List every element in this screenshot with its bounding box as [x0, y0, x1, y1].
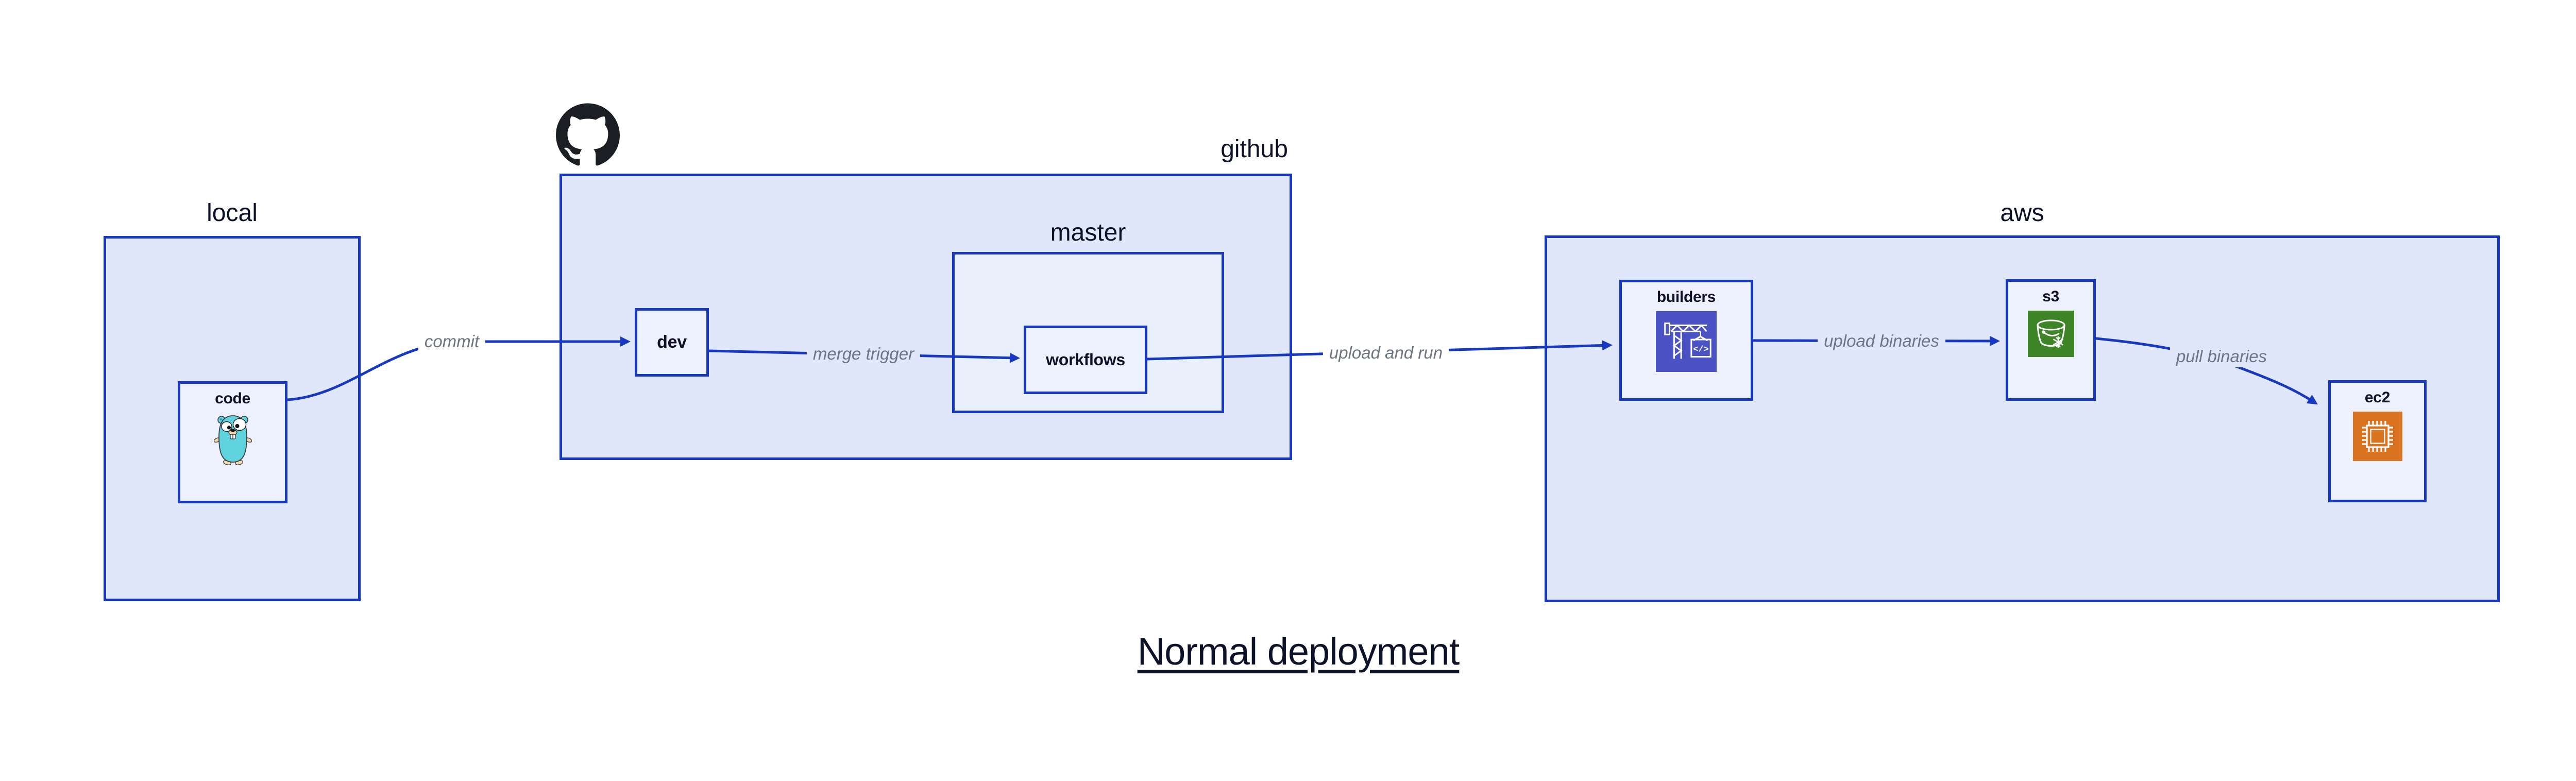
node-workflows: workflows [1024, 326, 1147, 394]
cluster-master-label: master [1050, 219, 1126, 246]
edge-label-merge-trigger: merge trigger [806, 343, 921, 365]
node-dev-label: dev [657, 332, 687, 352]
node-workflows-label: workflows [1046, 350, 1125, 369]
ec2-chip-icon [2352, 412, 2402, 461]
cluster-aws-label: aws [2000, 199, 2044, 227]
github-logo-icon [556, 103, 620, 166]
node-ec2: ec2 [2328, 380, 2427, 502]
node-s3: s3 [2006, 279, 2096, 401]
node-builders-label: builders [1656, 288, 1716, 305]
node-code-label: code [215, 390, 250, 407]
node-builders: builders </> [1619, 280, 1753, 401]
edge-label-pull-binaries: pull binaries [2170, 346, 2274, 367]
cluster-local-label: local [207, 199, 258, 227]
node-code: code [178, 381, 287, 503]
edge-label-upload-and-run: upload and run [1323, 342, 1449, 364]
node-s3-label: s3 [2042, 288, 2059, 305]
codebuild-crane-icon: </> [1656, 311, 1717, 372]
node-ec2-label: ec2 [2364, 389, 2391, 406]
edge-label-commit: commit [418, 331, 486, 352]
s3-bucket-icon [2027, 311, 2074, 357]
cluster-github-label: github [1221, 135, 1288, 163]
diagram-title: Normal deployment [1137, 630, 1460, 673]
codebuild-code-glyph: </> [1693, 345, 1708, 355]
edge-label-upload-binaries: upload binaries [1818, 330, 1945, 352]
go-gopher-icon [213, 415, 252, 465]
node-dev: dev [635, 308, 709, 377]
